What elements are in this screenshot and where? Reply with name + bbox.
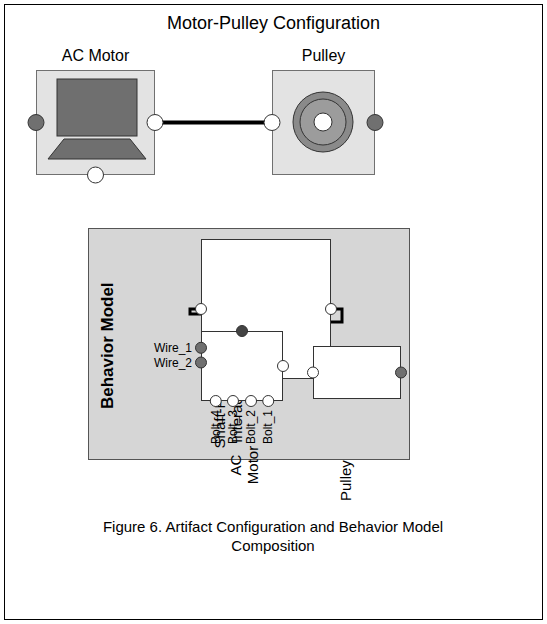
motor-icon-base — [48, 139, 146, 159]
connector — [155, 121, 272, 125]
figure-caption: Figure 6. Artifact Configuration and Beh… — [98, 517, 448, 555]
pin-name: Wire_1 — [154, 341, 192, 355]
behavior-box: Pulley — [313, 346, 401, 399]
component-box: Pulley — [272, 70, 375, 175]
port-symbol — [367, 115, 383, 131]
pulley-icon-groove — [300, 99, 346, 145]
behavior-box: AC Motor — [201, 331, 283, 401]
node-label: AC Motor — [37, 47, 154, 65]
node-label: AC Motor — [227, 441, 262, 489]
node-label: Pulley — [273, 47, 374, 65]
pin-name: Bolt_3 — [226, 410, 240, 444]
pin-name: Bolt_1 — [261, 410, 275, 444]
pulley-icon-hub — [314, 113, 332, 131]
component-box: AC Motor — [36, 70, 155, 175]
motor-icon-body — [57, 79, 137, 136]
node-label: Pulley — [337, 460, 354, 501]
pin-name: Bolt_4 — [209, 410, 223, 444]
port-symbol — [88, 167, 104, 183]
motor-box-fill — [36, 70, 155, 175]
port-symbol — [147, 115, 163, 131]
figure-frame — [5, 5, 543, 620]
node-label: Behavior Model — [98, 282, 118, 409]
figure-title: Motor-Pulley Configuration — [0, 13, 547, 34]
behavior-panel-fill — [88, 228, 410, 460]
pin-name: Bolt_2 — [244, 410, 258, 444]
pulley-box-fill — [272, 70, 375, 175]
pulley-icon-rim — [293, 92, 353, 152]
pin-name: Wire_2 — [154, 356, 192, 370]
